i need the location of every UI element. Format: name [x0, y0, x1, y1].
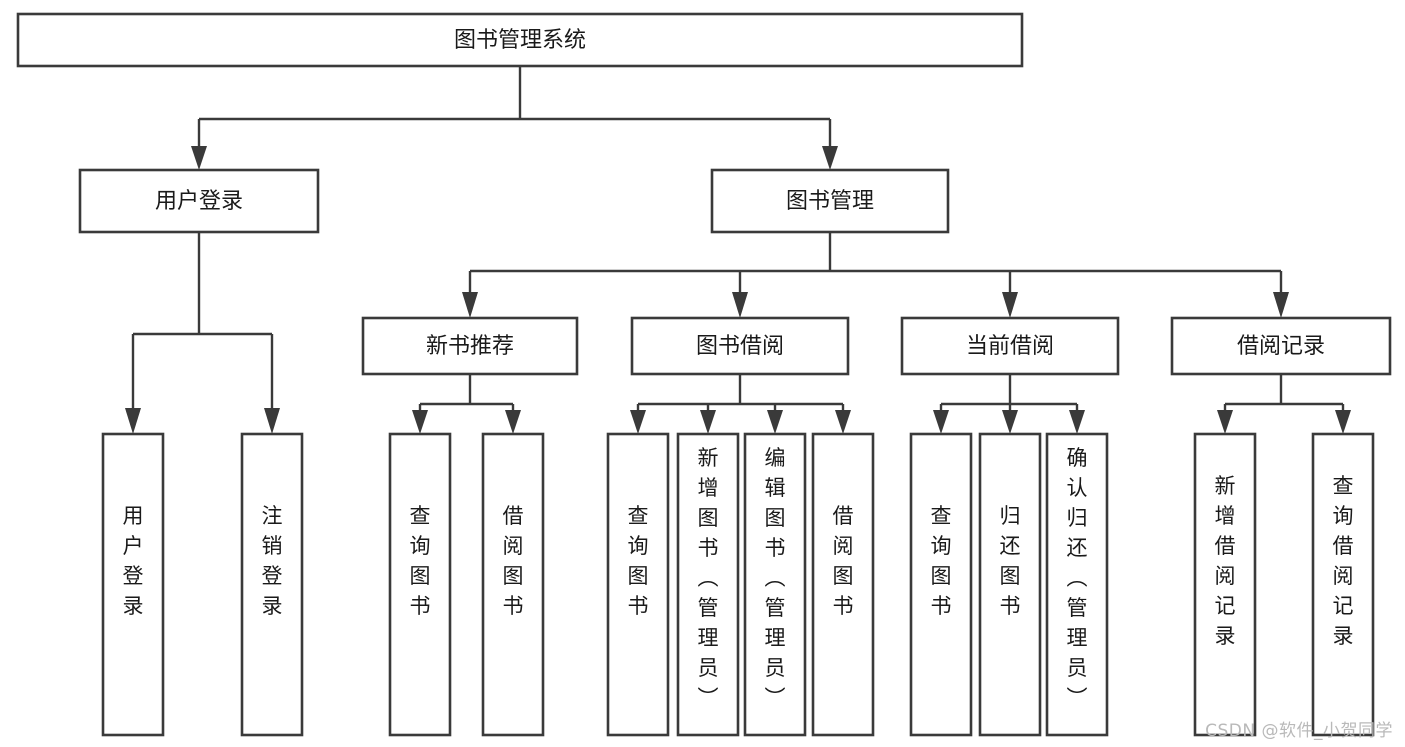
- node-book-manage-box[interactable]: [710, 168, 950, 234]
- connector-layer: [125, 66, 1351, 434]
- arrow-head-leaf-query-book-1: [412, 410, 428, 434]
- node-leaf-query-book-2[interactable]: 查询图书: [606, 432, 670, 737]
- node-current-borrow[interactable]: 当前借阅: [900, 316, 1120, 376]
- node-book-manage-label: 图书管理: [786, 189, 874, 214]
- node-user-login-box[interactable]: [78, 168, 320, 234]
- node-leaf-query-book-3-label: 查询图书: [931, 504, 952, 618]
- node-leaf-borrow-book-1-label: 借阅图书: [503, 504, 524, 618]
- csdn-watermark: CSDN @软件_小贺同学: [1205, 721, 1393, 741]
- node-book-borrow[interactable]: 图书借阅: [630, 316, 850, 376]
- arrow-head-leaf-return-book: [1002, 410, 1018, 434]
- node-leaf-user-logout-box[interactable]: [240, 432, 304, 737]
- node-new-book-rec-box[interactable]: [361, 316, 579, 376]
- arrow-head-leaf-edit-book: [767, 410, 783, 434]
- node-current-borrow-label: 当前借阅: [966, 334, 1054, 359]
- node-leaf-confirm-return-box[interactable]: [1045, 432, 1109, 737]
- node-book-borrow-label: 图书借阅: [696, 334, 784, 359]
- arrow-head-leaf-query-record: [1335, 410, 1351, 434]
- node-leaf-return-book[interactable]: 归还图书: [978, 432, 1042, 737]
- arrow-head-leaf-borrow-book-2: [835, 410, 851, 434]
- node-leaf-query-book-3-box[interactable]: [909, 432, 973, 737]
- node-leaf-query-record-box[interactable]: [1311, 432, 1375, 737]
- node-leaf-add-record[interactable]: 新增借阅记录: [1193, 432, 1257, 737]
- arrow-head-leaf-confirm-return: [1069, 410, 1085, 434]
- node-book-borrow-box[interactable]: [630, 316, 850, 376]
- node-borrow-record-box[interactable]: [1170, 316, 1392, 376]
- node-user-login-label: 用户登录: [155, 189, 243, 214]
- node-leaf-borrow-book-2-label: 借阅图书: [833, 504, 854, 618]
- node-leaf-query-record[interactable]: 查询借阅记录: [1311, 432, 1375, 737]
- node-leaf-query-book-3[interactable]: 查询图书: [909, 432, 973, 737]
- node-leaf-borrow-book-2[interactable]: 借阅图书: [811, 432, 875, 737]
- node-leaf-confirm-return[interactable]: 确认归还︵管理员︶: [1045, 432, 1109, 737]
- node-borrow-record-label: 借阅记录: [1237, 334, 1325, 359]
- node-leaf-query-book-1-box[interactable]: [388, 432, 452, 737]
- node-leaf-add-record-label: 新增借阅记录: [1215, 474, 1236, 648]
- node-root-box[interactable]: [16, 12, 1024, 68]
- node-leaf-user-login[interactable]: 用户登录: [101, 432, 165, 737]
- node-leaf-query-book-2-box[interactable]: [606, 432, 670, 737]
- node-leaf-query-book-1-label: 查询图书: [410, 504, 431, 618]
- node-leaf-user-login-box[interactable]: [101, 432, 165, 737]
- node-leaf-borrow-book-1[interactable]: 借阅图书: [481, 432, 545, 737]
- node-leaf-add-record-box[interactable]: [1193, 432, 1257, 737]
- node-leaf-user-logout-label: 注销登录: [262, 504, 283, 618]
- arrow-head-user-login: [191, 146, 207, 170]
- node-leaf-return-book-label: 归还图书: [1000, 504, 1021, 618]
- arrow-head-book-borrow: [732, 292, 748, 318]
- node-book-manage[interactable]: 图书管理: [710, 168, 950, 234]
- arrow-head-leaf-user-logout: [264, 408, 280, 434]
- arrow-head-leaf-user-login: [125, 408, 141, 434]
- node-leaf-return-book-box[interactable]: [978, 432, 1042, 737]
- node-root[interactable]: 图书管理系统: [16, 12, 1024, 68]
- arrow-head-leaf-borrow-book-1: [505, 410, 521, 434]
- arrow-head-leaf-query-book-2: [630, 410, 646, 434]
- node-leaf-edit-book-box[interactable]: [743, 432, 807, 737]
- node-new-book-rec[interactable]: 新书推荐: [361, 316, 579, 376]
- node-leaf-user-logout[interactable]: 注销登录: [240, 432, 304, 737]
- node-leaf-add-book-label: 新增图书︵管理员︶: [698, 446, 719, 710]
- arrow-head-current-borrow: [1002, 292, 1018, 318]
- node-leaf-edit-book-label: 编辑图书︵管理员︶: [765, 446, 786, 710]
- node-user-login[interactable]: 用户登录: [78, 168, 320, 234]
- arrow-head-borrow-record: [1273, 292, 1289, 318]
- node-new-book-rec-label: 新书推荐: [426, 334, 514, 359]
- node-leaf-add-book-box[interactable]: [676, 432, 740, 737]
- node-leaf-query-book-2-label: 查询图书: [628, 504, 649, 618]
- node-leaf-borrow-book-2-box[interactable]: [811, 432, 875, 737]
- node-root-label: 图书管理系统: [454, 28, 586, 53]
- arrow-head-leaf-query-book-3: [933, 410, 949, 434]
- arrow-head-new-book-rec: [462, 292, 478, 318]
- arrow-head-leaf-add-record: [1217, 410, 1233, 434]
- node-leaf-edit-book[interactable]: 编辑图书︵管理员︶: [743, 432, 807, 737]
- node-leaf-query-book-1[interactable]: 查询图书: [388, 432, 452, 737]
- node-borrow-record[interactable]: 借阅记录: [1170, 316, 1392, 376]
- node-leaf-query-record-label: 查询借阅记录: [1333, 474, 1354, 648]
- node-leaf-confirm-return-label: 确认归还︵管理员︶: [1067, 446, 1088, 710]
- node-leaf-borrow-book-1-box[interactable]: [481, 432, 545, 737]
- node-leaf-add-book[interactable]: 新增图书︵管理员︶: [676, 432, 740, 737]
- arrow-head-book-manage: [822, 146, 838, 170]
- node-current-borrow-box[interactable]: [900, 316, 1120, 376]
- arrow-head-leaf-add-book: [700, 410, 716, 434]
- node-leaf-user-login-label: 用户登录: [123, 504, 144, 618]
